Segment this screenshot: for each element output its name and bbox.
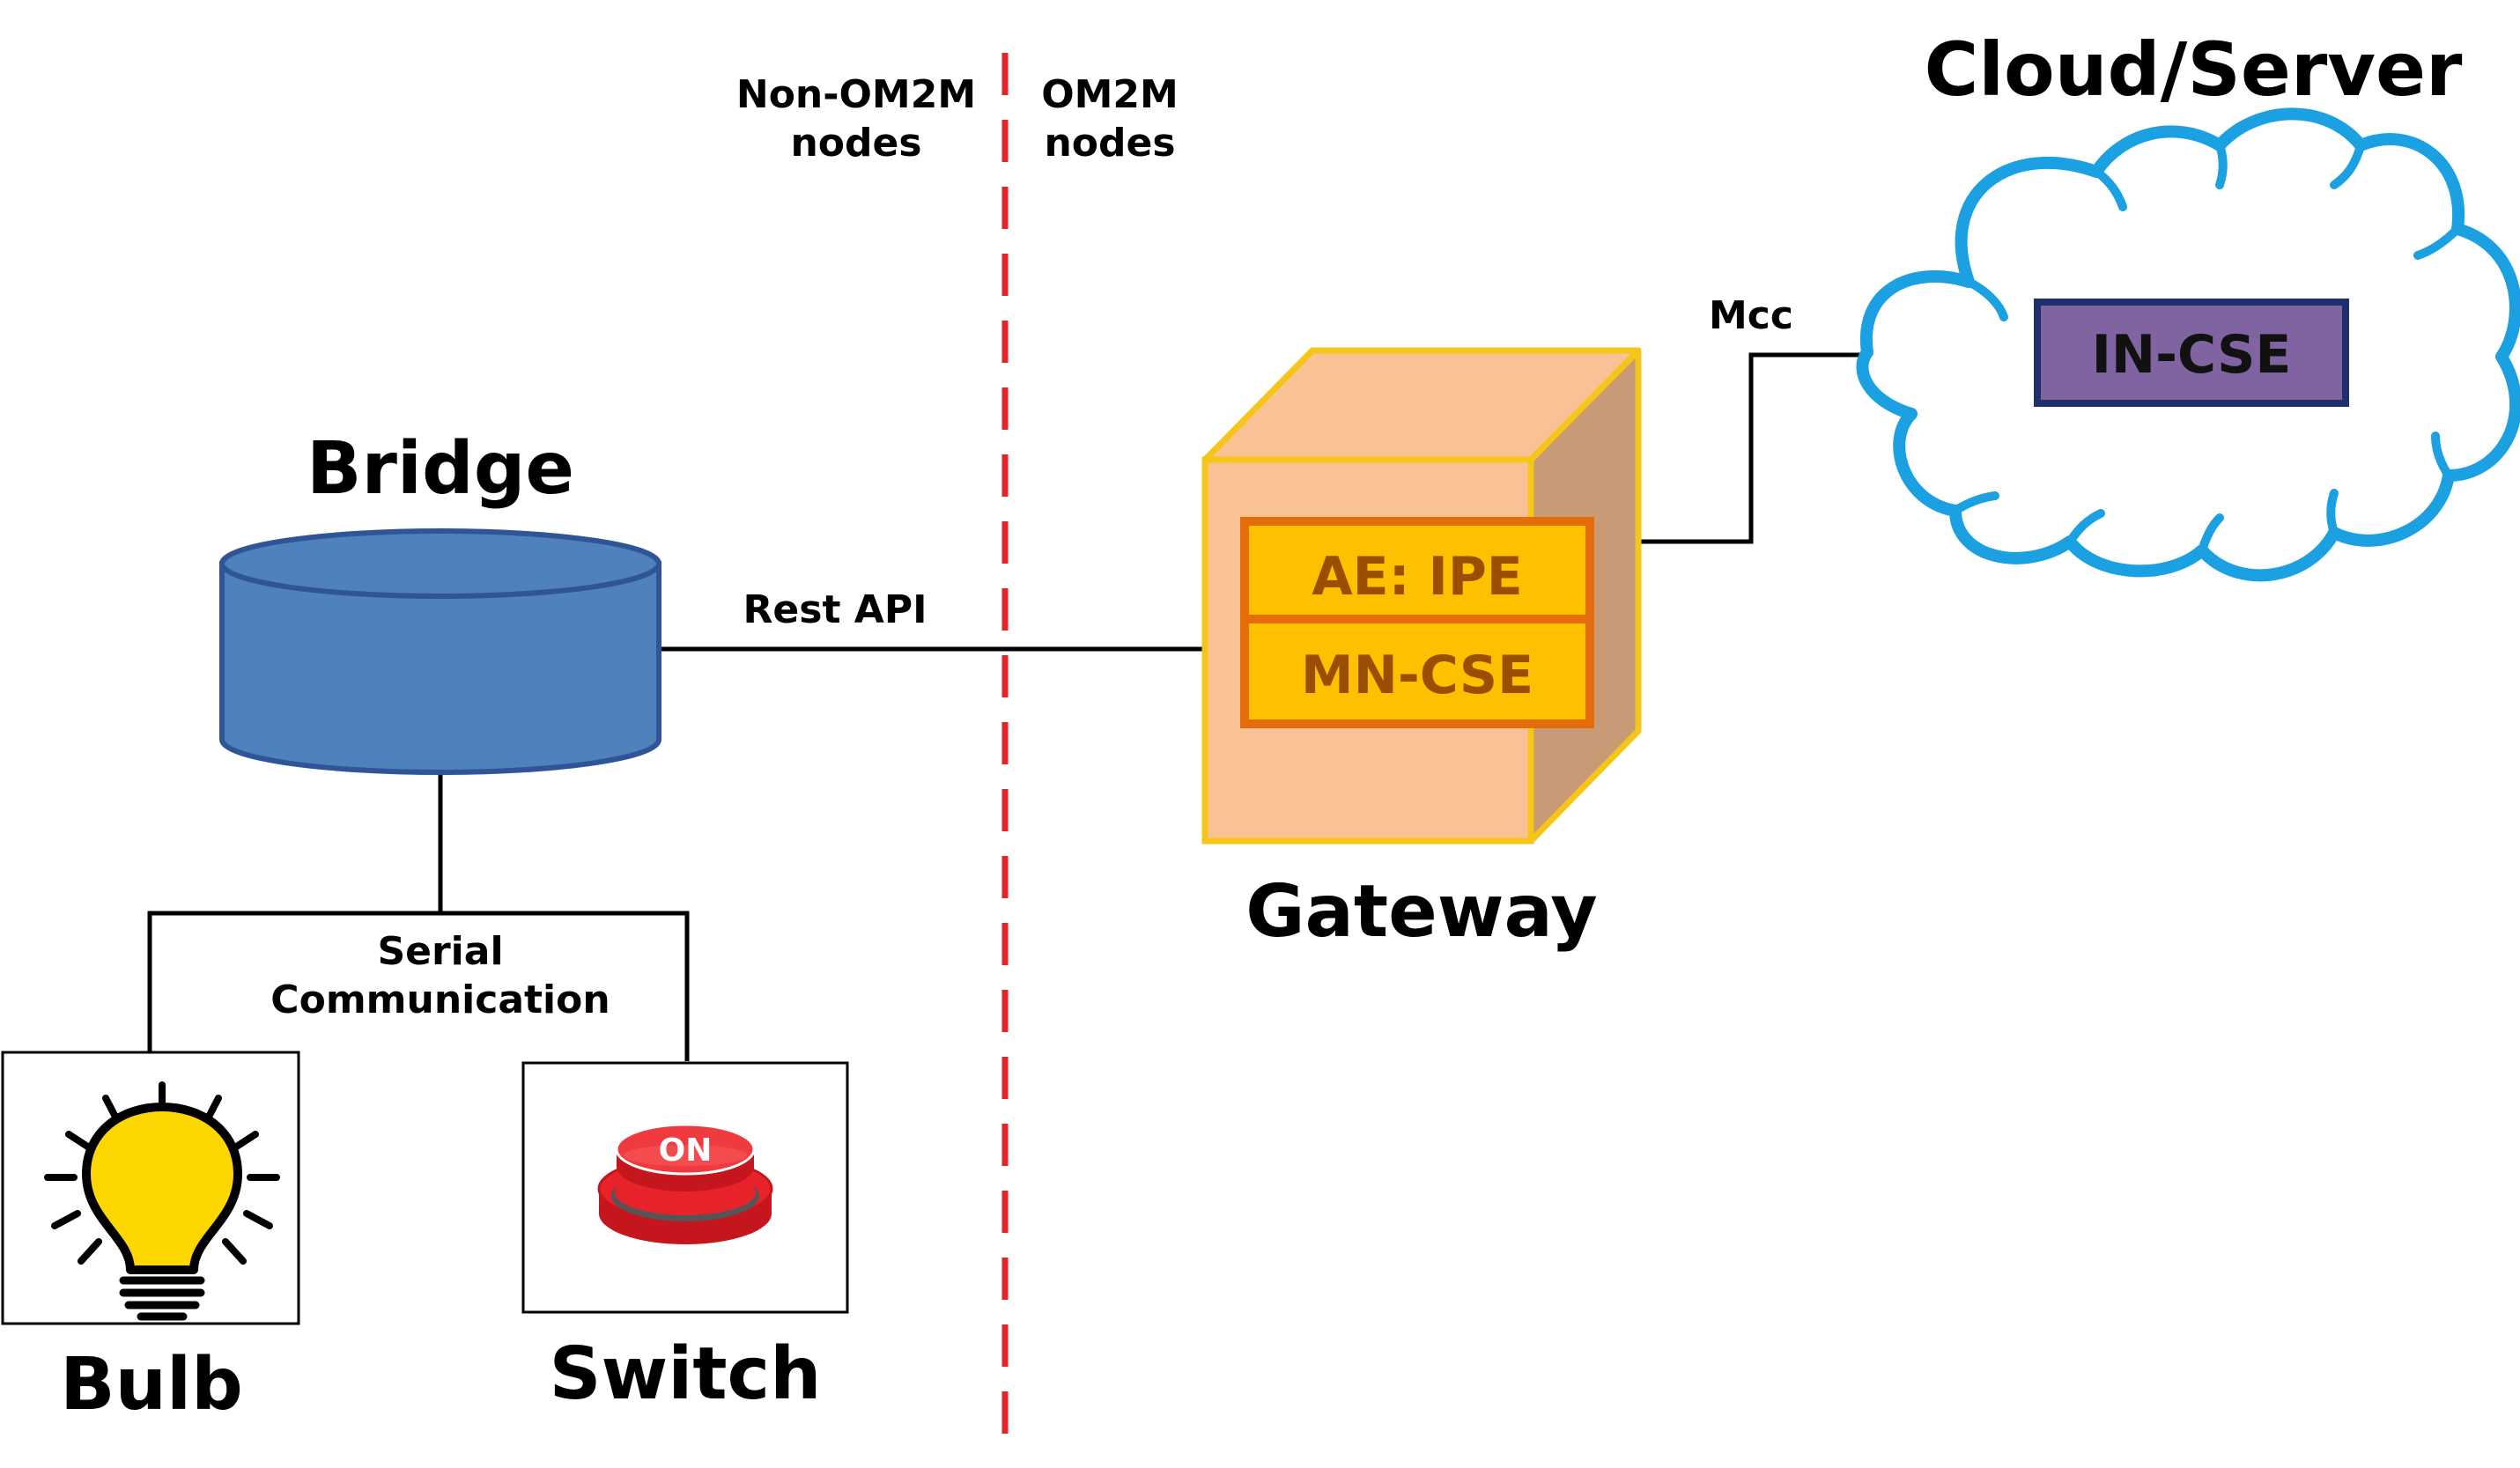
in-cse-label: IN-CSE — [2092, 324, 2292, 386]
serial-label-line1: Serial — [377, 929, 503, 974]
on-button-icon — [597, 1123, 773, 1244]
lightbulb-icon — [44, 1081, 280, 1321]
in-cse-box — [2034, 299, 2349, 407]
on-button-label: ON — [659, 1132, 713, 1169]
serial-label-line2: Communication — [270, 977, 610, 1022]
mcc-label: Mcc — [1709, 293, 1793, 338]
gateway-layer-stack — [1240, 517, 1594, 728]
gateway-title: Gateway — [1245, 870, 1597, 954]
bulb-title: Bulb — [60, 1343, 243, 1427]
om2m-label-line1: OM2M — [1041, 72, 1179, 117]
om2m-label-line2: nodes — [1044, 121, 1175, 166]
bridge-title: Bridge — [307, 427, 574, 511]
switch-title: Switch — [549, 1332, 821, 1416]
bridge-cylinder — [219, 528, 661, 775]
non-om2m-label-line2: nodes — [790, 121, 921, 166]
rest-api-label: Rest API — [743, 587, 927, 632]
mcc-link — [1640, 352, 1866, 544]
serial-link — [147, 911, 690, 1061]
cloud-server-title: Cloud/Server — [1925, 26, 2463, 113]
non-om2m-label-line1: Non-OM2M — [736, 72, 976, 117]
ae-ipe-label: AE: IPE — [1312, 546, 1523, 608]
mn-cse-label: MN-CSE — [1301, 645, 1533, 706]
